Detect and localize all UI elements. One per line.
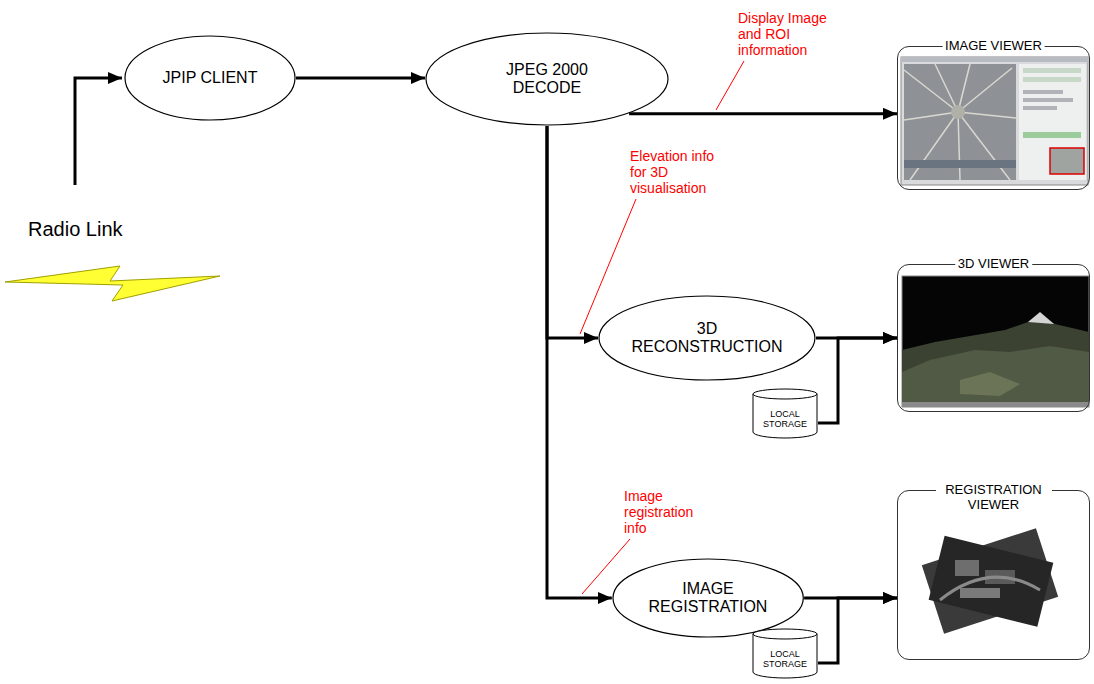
panel-heading: IMAGE VIEWER <box>942 38 1045 53</box>
ellipse-shape <box>599 296 815 380</box>
node-text: 3D RECONSTRUCTION <box>622 320 792 356</box>
cylinder-top <box>753 389 817 399</box>
ellipse-shape <box>125 36 295 120</box>
node-text: JPIP CLIENT <box>163 69 258 87</box>
node-text: JPEG 2000 DECODE <box>487 61 607 97</box>
registration-picture <box>922 528 1058 634</box>
edge-label: Display Image and ROI information <box>738 10 853 58</box>
ellipse-shape <box>426 33 668 125</box>
storage-cylinder: LOCAL STORAGE <box>752 388 818 438</box>
ellipse-shape <box>613 559 803 637</box>
connector-arrow <box>547 126 612 598</box>
image-viewer-screenshot <box>901 57 1088 185</box>
radio-label: Radio Link <box>28 218 123 241</box>
edge-label: Elevation info for 3D visualisation <box>630 148 730 196</box>
process-ellipse: 3D RECONSTRUCTION <box>598 295 816 381</box>
node-text: LOCAL STORAGE <box>757 649 813 669</box>
connector-arrow <box>818 338 897 423</box>
3d-viewer-screenshot <box>902 276 1089 407</box>
viewer-panel: REGISTRATION VIEWER <box>897 490 1090 660</box>
process-ellipse: IMAGE REGISTRATION <box>612 558 804 638</box>
decode-ellipse: JPEG 2000 DECODE <box>425 32 669 126</box>
cylinder-body <box>753 634 817 678</box>
viewer-panel: IMAGE VIEWER <box>897 46 1090 190</box>
connector-arrow <box>547 126 598 338</box>
connector-arrow <box>818 598 897 663</box>
radio-arrow <box>75 78 122 185</box>
connector-arrow <box>629 112 897 115</box>
client-ellipse: JPIP CLIENT <box>124 35 296 121</box>
cylinder-top <box>753 629 817 639</box>
edge-label: Image registration info <box>624 488 706 536</box>
panel-heading: 3D VIEWER <box>955 256 1033 271</box>
lightning-bolt <box>5 266 220 301</box>
cylinder-body <box>753 394 817 438</box>
connector-arrow <box>296 77 425 80</box>
storage-cylinder: LOCAL STORAGE <box>752 628 818 678</box>
leader-line <box>716 61 744 110</box>
node-text: IMAGE REGISTRATION <box>633 580 783 616</box>
viewer-panel: 3D VIEWER <box>897 264 1090 412</box>
panel-heading: REGISTRATION VIEWER <box>936 482 1052 512</box>
node-text: LOCAL STORAGE <box>757 409 813 429</box>
